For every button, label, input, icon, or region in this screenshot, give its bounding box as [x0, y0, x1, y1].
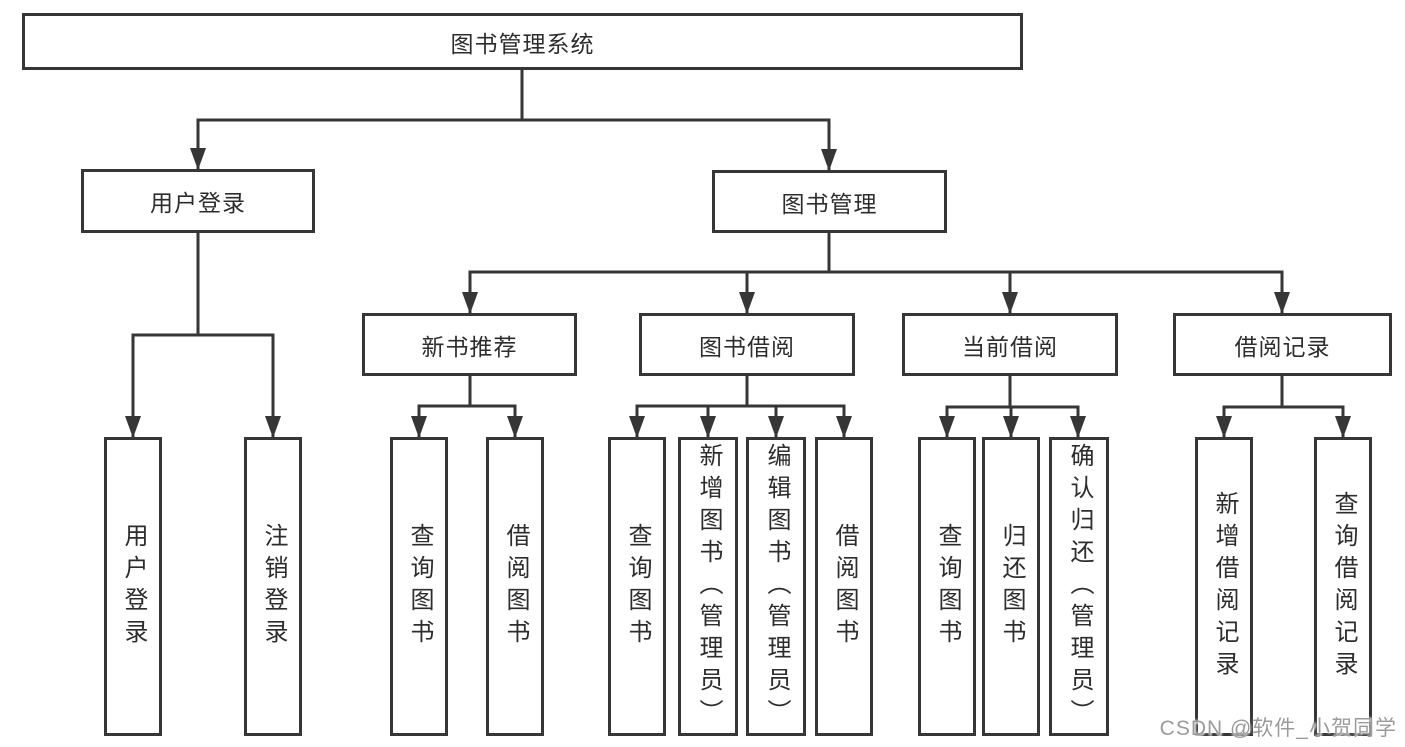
leaf-confirm-return-admin: 确认归还（管理员）: [1049, 437, 1109, 736]
leaf-query-books-recommend: 查询图书: [390, 437, 448, 736]
node-current-borrow: 当前借阅: [902, 313, 1118, 376]
leaf-edit-book-admin: 编辑图书（管理员）: [746, 437, 806, 736]
leaf-add-book-admin: 新增图书（管理员）: [678, 437, 738, 736]
node-borrow-records: 借阅记录: [1173, 313, 1392, 376]
leaf-add-borrow-record: 新增借阅记录: [1195, 437, 1253, 736]
node-root: 图书管理系统: [22, 13, 1023, 70]
leaf-query-borrow-record: 查询借阅记录: [1314, 437, 1372, 736]
node-book-management: 图书管理: [712, 170, 947, 233]
leaf-user-login: 用户登录: [104, 437, 162, 736]
watermark: CSDN @软件_小贺同学: [1159, 717, 1397, 740]
leaf-query-books-borrow: 查询图书: [608, 437, 666, 736]
leaf-borrow-books-recommend: 借阅图书: [486, 437, 544, 736]
leaf-borrow-books-borrow: 借阅图书: [815, 437, 873, 736]
node-user-login: 用户登录: [81, 169, 315, 233]
node-book-borrow: 图书借阅: [639, 313, 855, 376]
leaf-query-books-current: 查询图书: [918, 437, 976, 736]
leaf-logout-login: 注销登录: [244, 437, 302, 736]
node-new-book-recommend: 新书推荐: [362, 313, 577, 376]
leaf-return-books: 归还图书: [982, 437, 1040, 736]
